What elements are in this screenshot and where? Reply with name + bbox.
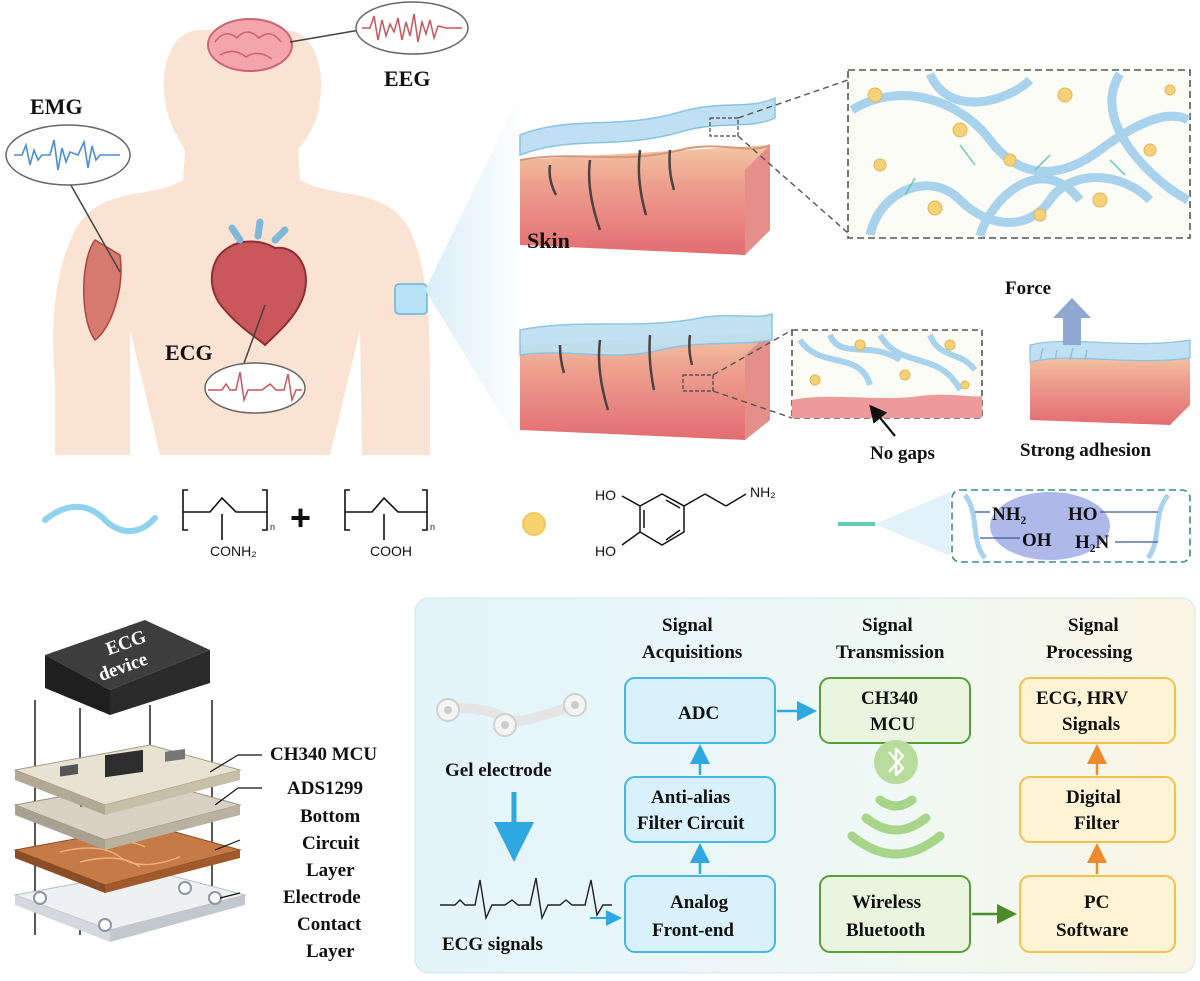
ecg-leader-line xyxy=(242,304,266,367)
skin-block-top xyxy=(519,96,776,255)
hydroxyl-label: HO xyxy=(1068,504,1098,525)
interface-zoom xyxy=(791,329,983,419)
eeg-leader-line xyxy=(289,29,361,43)
antialias-filter-box xyxy=(624,776,776,843)
header-signal-acquisitions: Acquisitions xyxy=(642,642,742,663)
ecg-label: ECG xyxy=(165,340,213,365)
wireless-bluetooth-box xyxy=(819,875,971,953)
layer-label-ads: ADS1299 xyxy=(287,778,363,799)
digital-filter-label: Filter xyxy=(1074,813,1120,834)
pc-software-label: Software xyxy=(1056,920,1128,941)
amine-label: NH₂ xyxy=(992,504,1027,525)
layer-label-bottom: Bottom xyxy=(300,806,360,827)
hydroxyl-label: HO xyxy=(595,543,616,559)
wireless-bluetooth-label: Bluetooth xyxy=(846,920,926,941)
monomer-n-label: n xyxy=(270,522,275,532)
ecg-bubble xyxy=(204,362,306,414)
layer-leader-line xyxy=(209,754,239,773)
analog-frontend-label: Front-end xyxy=(652,920,734,941)
zoom-line xyxy=(712,390,793,419)
header-signal-transmission: Signal xyxy=(862,615,913,636)
layer-leader-line xyxy=(219,892,241,899)
acrylamide-structure xyxy=(182,489,268,540)
dopamine-structure xyxy=(621,493,747,546)
pc-software-label: PC xyxy=(1084,892,1109,913)
dopamine-particle-icon xyxy=(522,512,546,536)
no-gaps-label: No gaps xyxy=(870,443,935,464)
analog-frontend-box xyxy=(624,875,776,953)
layer-leader-line xyxy=(214,787,239,806)
amine-label: NH₂ xyxy=(750,484,776,500)
plus-sign: + xyxy=(290,497,311,538)
zoom-beam xyxy=(875,492,950,556)
layer-label-layer: Layer xyxy=(306,860,355,881)
muscle-icon xyxy=(83,239,122,342)
polymer-chain-icon xyxy=(42,503,158,534)
layer-leader-line xyxy=(214,839,241,851)
header-signal-processing: Signal xyxy=(1068,615,1119,636)
header-signal-transmission: Transmission xyxy=(836,642,945,663)
emg-waveform xyxy=(14,139,120,171)
wireless-signal-icon xyxy=(847,795,945,859)
layer-label-electrode: Electrode xyxy=(283,887,361,908)
antialias-label: Anti-alias xyxy=(651,787,730,808)
hydroxyl-label: OH xyxy=(1022,530,1052,551)
layer-label-contact: Contact xyxy=(297,914,362,935)
header-signal-processing: Processing xyxy=(1046,642,1133,663)
ecg-waveform xyxy=(208,371,302,403)
mcu-label: MCU xyxy=(870,714,916,735)
human-body-illustration xyxy=(53,18,431,455)
heart-icon xyxy=(210,218,307,347)
hydroxyl-label: HO xyxy=(595,487,616,503)
layer-label-mcu: CH340 MCU xyxy=(270,744,377,765)
zoom-line xyxy=(737,135,849,234)
conh2-label: CONH₂ xyxy=(210,543,257,559)
zoom-beam xyxy=(425,95,520,445)
adc-label: ADC xyxy=(678,703,719,724)
ecg-signal-waveform xyxy=(440,877,612,921)
force-label: Force xyxy=(1005,278,1051,299)
digital-filter-label: Digital xyxy=(1066,787,1121,808)
gel-electrode-icon xyxy=(436,693,587,737)
strong-adhesion-label: Strong adhesion xyxy=(1020,440,1152,461)
analog-frontend-label: Analog xyxy=(670,892,729,913)
bluetooth-icon xyxy=(874,740,918,784)
layer-label-circuit: Circuit xyxy=(302,833,360,854)
ecg-device-exploded-view xyxy=(13,620,247,942)
mcu-label: CH340 xyxy=(861,688,918,709)
layer-label-layer: Layer xyxy=(306,941,355,962)
adc-box xyxy=(624,677,776,744)
monomer-n-label: n xyxy=(430,522,435,532)
ecg-hrv-box xyxy=(1019,677,1176,744)
eeg-waveform xyxy=(362,13,462,43)
gel-electrode-label: Gel electrode xyxy=(445,760,552,781)
hydrogen-bond-zoom xyxy=(951,489,1191,563)
wireless-bluetooth-label: Wireless xyxy=(852,892,921,913)
ecg-signals-label: ECG signals xyxy=(442,934,543,955)
ecg-hrv-label: ECG, HRV xyxy=(1036,688,1129,709)
hydrogel-network-zoom xyxy=(847,69,1191,239)
emg-label: EMG xyxy=(30,94,83,119)
force-arrow xyxy=(1053,298,1091,345)
skin-label: Skin xyxy=(527,228,570,253)
signal-flow-panel xyxy=(414,597,1196,974)
skin-block-bottom xyxy=(519,312,773,440)
acrylic-acid-structure xyxy=(344,489,428,540)
strong-adhesion-block xyxy=(1029,339,1191,425)
pc-software-box xyxy=(1019,875,1176,953)
zoom-line xyxy=(712,329,793,376)
eeg-label: EEG xyxy=(384,66,430,91)
digital-filter-box xyxy=(1019,776,1176,843)
antialias-label: Filter Circuit xyxy=(637,813,745,834)
cooh-label: COOH xyxy=(370,543,412,559)
header-signal-acquisitions: Signal xyxy=(662,615,713,636)
no-gaps-arrow xyxy=(869,404,896,437)
emg-leader-line xyxy=(67,179,121,273)
amine-label: H₂N xyxy=(1075,532,1109,553)
brain-icon xyxy=(207,18,293,72)
ecg-hrv-label: Signals xyxy=(1062,714,1120,735)
hydrogel-patch-icon xyxy=(394,283,428,315)
